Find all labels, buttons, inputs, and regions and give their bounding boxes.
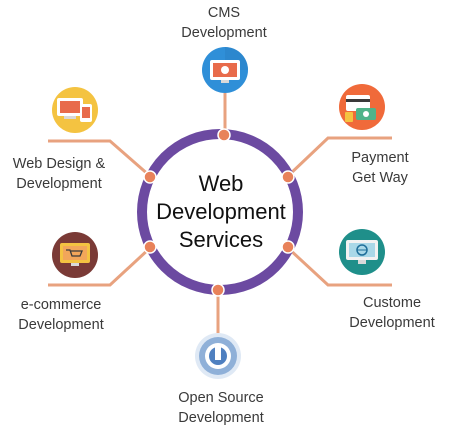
label-ecommerce-line-1: e-commerce bbox=[20, 297, 102, 313]
label-web-design: Web Design & Development bbox=[2, 154, 116, 194]
ring-dot-left-bottom bbox=[143, 240, 157, 254]
cart-monitor-icon bbox=[52, 232, 98, 278]
connector-ecommerce bbox=[48, 246, 152, 287]
ring-dot-left-top bbox=[143, 170, 157, 184]
label-ecommerce-line-2: Development bbox=[18, 317, 104, 333]
open-source-icon bbox=[195, 333, 241, 379]
center-title-line-2: Development bbox=[156, 199, 286, 224]
globe-monitor-icon bbox=[339, 229, 385, 275]
ring-dots bbox=[143, 128, 295, 297]
label-cms: CMS Development bbox=[172, 3, 276, 43]
label-open-source-line-1: Open Source bbox=[178, 390, 264, 406]
connector-custome bbox=[286, 246, 392, 287]
label-custome-line-2: Development bbox=[349, 315, 435, 331]
center-title-line-3: Services bbox=[178, 227, 264, 252]
label-open-source-line-2: Development bbox=[178, 410, 264, 426]
connector-web-design bbox=[48, 139, 151, 178]
ring-dot-right-bottom bbox=[281, 240, 295, 254]
label-cms-line-1: CMS bbox=[207, 5, 241, 21]
ring-dot-top bbox=[217, 128, 231, 142]
label-open-source: Open Source Development bbox=[168, 388, 274, 428]
ring-dot-bottom bbox=[211, 283, 225, 297]
center-title-line-1: Web bbox=[198, 171, 244, 196]
label-cms-line-2: Development bbox=[181, 25, 267, 41]
label-custome: Custome Development bbox=[340, 293, 444, 333]
label-custome-line-1: Custome bbox=[362, 295, 422, 311]
label-ecommerce: e-commerce Development bbox=[8, 295, 114, 335]
label-payment-line-1: Payment bbox=[351, 150, 409, 166]
monitor-icon bbox=[202, 47, 248, 93]
payment-card-icon bbox=[339, 84, 385, 130]
label-web-design-line-2: Development bbox=[16, 176, 102, 192]
label-payment: Payment Get Way bbox=[330, 148, 430, 188]
label-web-design-line-1: Web Design & bbox=[12, 156, 106, 172]
connectors bbox=[48, 93, 392, 333]
ring-dot-right-top bbox=[281, 170, 295, 184]
connector-payment bbox=[286, 136, 392, 178]
center-title: Web Development Services bbox=[150, 170, 292, 254]
label-payment-line-2: Get Way bbox=[352, 170, 408, 186]
devices-icon bbox=[52, 87, 98, 133]
